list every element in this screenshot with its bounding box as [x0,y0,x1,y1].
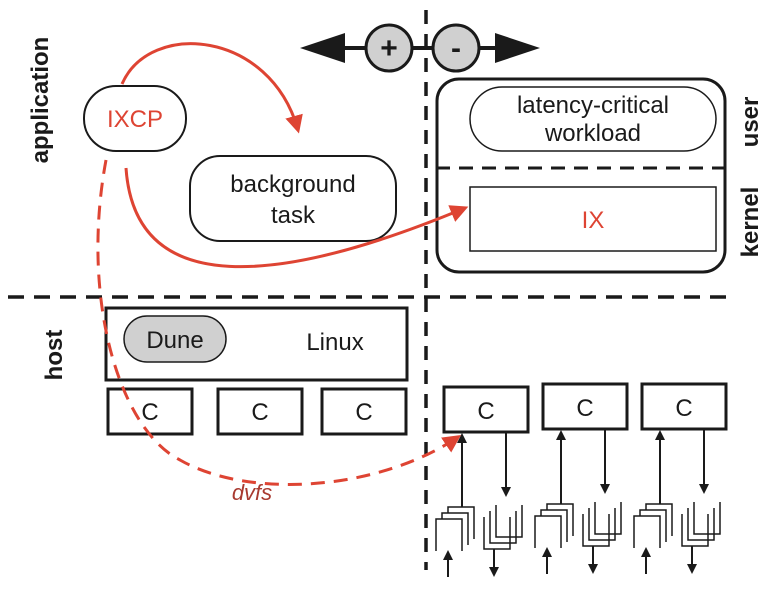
rx-queue [633,515,661,548]
background-task-label-line1: background [230,171,355,198]
tx-queue [489,511,517,544]
ix-core-label: C [477,398,494,425]
tx-queue [582,514,610,547]
tx-queue [693,502,721,535]
dune-module: Dune [123,315,227,363]
ix-core: C [435,385,530,577]
left-arrow-icon [300,33,345,63]
region-label-user: user [737,97,764,148]
region-label-kernel: kernel [737,187,764,258]
svg-text:C: C [251,399,268,426]
edge-ixcp-to-ix [124,167,469,269]
ix-kernel-node: IX [469,186,717,252]
plus-icon: + [380,32,398,65]
edge-ixcp-dvfs-to-core [96,159,461,486]
ix-dataplane-container: latency-critical workload IX [435,77,727,274]
background-task-label-line2: task [271,202,316,229]
ix-core: C [633,382,728,574]
tx-queue [681,514,709,547]
tx-queue [687,508,715,541]
ix-label: IX [582,207,605,234]
resource-allocation-control: + - [300,23,540,73]
add-core-button[interactable]: + [364,23,414,73]
tx-queue [594,502,622,535]
right-arrow-icon [495,33,540,63]
latency-workload-label-line2: workload [544,120,641,147]
ix-core-label: C [675,395,692,422]
dvfs-label: dvfs [232,480,272,505]
minus-icon: - [451,32,461,65]
svg-text:C: C [141,399,158,426]
linux-host-node: Dune Linux [104,306,409,382]
linux-label: Linux [306,329,363,356]
rx-queue [534,515,562,548]
svg-text:C: C [355,399,372,426]
tx-queue [483,517,511,550]
region-label-host: host [41,330,68,381]
host-core: C [106,387,194,436]
remove-core-button[interactable]: - [431,23,481,73]
ixcp-node: IXCP [83,85,187,152]
dune-label: Dune [146,327,203,354]
rx-queue [435,518,463,551]
host-cores: C C C [106,387,408,436]
edge-ixcp-to-background-task [120,42,303,134]
ix-core-label: C [576,395,593,422]
host-core: C [320,387,408,436]
latency-workload-label-line1: latency-critical [517,92,669,119]
host-core: C [216,387,304,436]
region-label-application: application [27,37,54,164]
tx-queue [495,505,523,538]
ix-core: C [534,382,629,574]
background-task-node: background task [189,155,397,242]
latency-critical-workload-node: latency-critical workload [469,86,717,152]
ixcp-label: IXCP [107,106,163,133]
tx-queue [588,508,616,541]
